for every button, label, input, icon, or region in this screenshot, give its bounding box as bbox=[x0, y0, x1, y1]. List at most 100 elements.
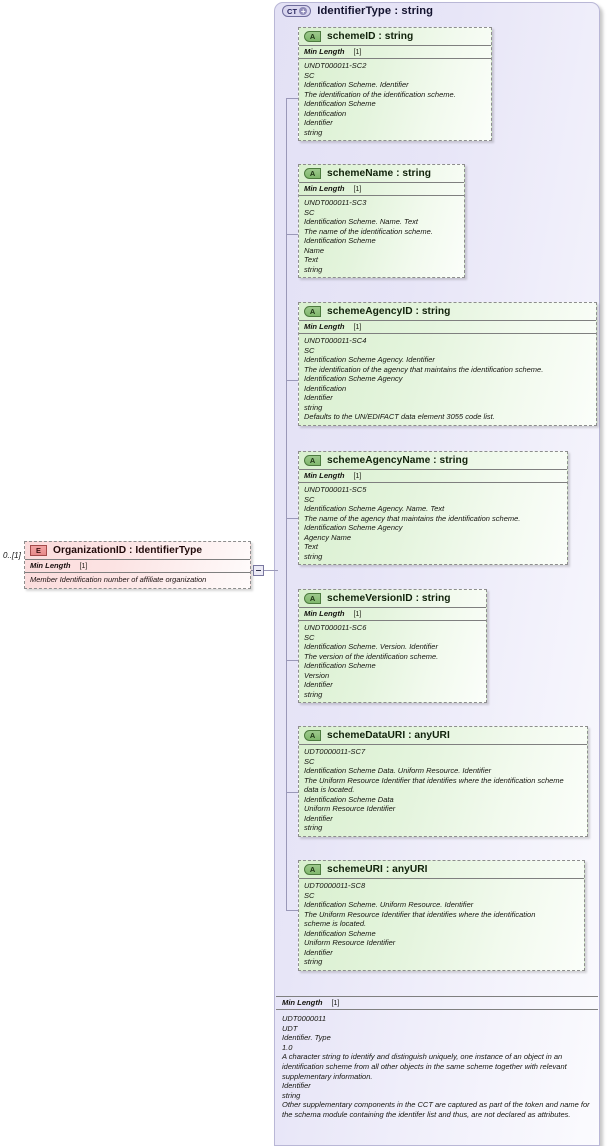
doc-line: Uniform Resource Identifier bbox=[304, 804, 396, 814]
attribute-documentation: UNDT000011-SC2 SC Identification Scheme.… bbox=[299, 59, 491, 140]
attribute-box-schemeagencyname[interactable]: A schemeAgencyName : string Min Length [… bbox=[298, 451, 568, 566]
doc-line: UDT bbox=[282, 1023, 298, 1033]
connector-toggle-to-panel bbox=[264, 570, 278, 571]
doc-line: Identification Scheme Data bbox=[304, 794, 394, 804]
doc-line: Identifier bbox=[282, 1081, 311, 1091]
attribute-facet: Min Length [1] bbox=[299, 469, 567, 483]
doc-line: The Uniform Resource Identifier that ide… bbox=[304, 775, 564, 795]
doc-line: UNDT000011-SC6 bbox=[304, 623, 367, 632]
connector-stub-schemeuri bbox=[286, 910, 298, 911]
attribute-tree-spine bbox=[286, 98, 287, 910]
attribute-title: schemeURI : anyURI bbox=[327, 864, 428, 875]
facet-value: [1] bbox=[353, 611, 362, 618]
attribute-header: A schemeDataURI : anyURI bbox=[299, 727, 587, 744]
attribute-facet: Min Length [1] bbox=[299, 45, 491, 59]
facet-value: [1] bbox=[79, 563, 88, 570]
attribute-documentation: UNDT000011-SC3 SC Identification Scheme.… bbox=[299, 196, 464, 277]
attribute-header: A schemeAgencyName : string bbox=[299, 452, 567, 469]
doc-line: Member Identification number of affiliat… bbox=[30, 575, 207, 584]
doc-line: Identification Scheme bbox=[304, 661, 376, 671]
facet-value: [1] bbox=[353, 324, 362, 331]
attribute-documentation: UDT0000011-SC8 SC Identification Scheme.… bbox=[299, 878, 584, 970]
attribute-title: schemeName : string bbox=[327, 168, 431, 179]
doc-line: Identification Scheme. Identifier bbox=[304, 80, 409, 90]
attribute-facet: Min Length [1] bbox=[299, 607, 486, 621]
attribute-title: schemeID : string bbox=[327, 31, 414, 42]
doc-line: UDT0000011-SC7 bbox=[304, 747, 366, 756]
complex-type-title: IdentifierType : string bbox=[317, 5, 434, 17]
facet-name: Min Length bbox=[282, 998, 323, 1007]
doc-line: Identification Scheme bbox=[304, 928, 376, 938]
doc-line: UNDT000011-SC4 bbox=[304, 336, 367, 345]
expand-plus-icon[interactable]: + bbox=[299, 6, 308, 16]
doc-line: Identifier bbox=[304, 813, 333, 823]
attribute-box-schemeversionid[interactable]: A schemeVersionID : string Min Length [1… bbox=[298, 589, 487, 704]
doc-line: 1.0 bbox=[282, 1042, 293, 1052]
facet-name: Min Length bbox=[304, 322, 345, 331]
attribute-documentation: UNDT000011-SC4 SC Identification Scheme … bbox=[299, 334, 596, 425]
doc-line: SC bbox=[304, 70, 315, 80]
element-header: E OrganizationID : IdentifierType bbox=[25, 542, 250, 559]
doc-line: Identifier bbox=[304, 393, 333, 403]
complex-type-header[interactable]: CT + IdentifierType : string bbox=[282, 5, 433, 17]
doc-line: A character string to identify and disti… bbox=[282, 1052, 567, 1081]
attribute-documentation: UNDT000011-SC5 SC Identification Scheme … bbox=[299, 483, 567, 564]
doc-line: Identification Scheme bbox=[304, 236, 376, 246]
doc-line: Identification Scheme Agency bbox=[304, 523, 403, 533]
connector-stub-schemeagencyname bbox=[286, 518, 298, 519]
element-title: OrganizationID : IdentifierType bbox=[53, 545, 203, 556]
attribute-header: A schemeVersionID : string bbox=[299, 590, 486, 607]
attribute-box-schemeagencyid[interactable]: A schemeAgencyID : string Min Length [1]… bbox=[298, 302, 597, 426]
facet-value: [1] bbox=[353, 49, 362, 56]
doc-line: The Uniform Resource Identifier that ide… bbox=[304, 909, 536, 929]
attribute-icon: A bbox=[304, 455, 321, 466]
attribute-box-schemeuri[interactable]: A schemeURI : anyURI UDT0000011-SC8 SC I… bbox=[298, 860, 585, 971]
doc-line: Identifier bbox=[304, 680, 333, 690]
doc-line: SC bbox=[304, 345, 315, 355]
attribute-title: schemeDataURI : anyURI bbox=[327, 730, 450, 741]
element-icon: E bbox=[30, 545, 47, 556]
collapse-toggle-button[interactable] bbox=[253, 565, 264, 576]
doc-line: Identifier bbox=[304, 947, 333, 957]
doc-line: string bbox=[304, 957, 323, 967]
attribute-icon: A bbox=[304, 31, 321, 42]
doc-line: SC bbox=[304, 890, 315, 900]
attribute-documentation: UDT0000011-SC7 SC Identification Scheme … bbox=[299, 744, 587, 836]
doc-line: Other supplementary components in the CC… bbox=[282, 1100, 590, 1119]
element-box-organizationid[interactable]: E OrganizationID : IdentifierType Min Le… bbox=[24, 541, 251, 589]
doc-line: Text bbox=[304, 542, 318, 552]
attribute-facet: Min Length [1] bbox=[299, 320, 596, 334]
attribute-header: A schemeName : string bbox=[299, 165, 464, 182]
doc-line: UDT0000011 bbox=[282, 1014, 327, 1023]
attribute-box-schemeid[interactable]: A schemeID : string Min Length [1] UNDT0… bbox=[298, 27, 492, 142]
doc-line: UDT0000011-SC8 bbox=[304, 881, 366, 890]
doc-line: UNDT000011-SC3 bbox=[304, 198, 367, 207]
element-documentation: Member Identification number of affiliat… bbox=[25, 573, 250, 588]
doc-line: Identification Scheme. Uniform Resource.… bbox=[304, 900, 474, 910]
facet-name: Min Length bbox=[30, 561, 71, 570]
attribute-header: A schemeAgencyID : string bbox=[299, 303, 596, 320]
doc-line: Uniform Resource Identifier bbox=[304, 938, 396, 948]
doc-line: Identification Scheme Agency. Identifier bbox=[304, 355, 435, 365]
doc-line: The identification of the agency that ma… bbox=[304, 364, 544, 374]
doc-line: Name bbox=[304, 245, 325, 255]
doc-line: string bbox=[304, 127, 323, 137]
facet-value: [1] bbox=[353, 473, 362, 480]
doc-line: Agency Name bbox=[304, 532, 352, 542]
facet-value: [1] bbox=[331, 1000, 340, 1007]
doc-line: Identifier. Type bbox=[282, 1033, 331, 1043]
attribute-title: schemeVersionID : string bbox=[327, 593, 451, 604]
doc-line: Identifier bbox=[304, 118, 333, 128]
facet-name: Min Length bbox=[304, 471, 345, 480]
doc-line: string bbox=[304, 551, 323, 561]
connector-stub-schemedatauri bbox=[286, 792, 298, 793]
doc-line: UNDT000011-SC5 bbox=[304, 485, 367, 494]
attribute-box-schemedatauri[interactable]: A schemeDataURI : anyURI UDT0000011-SC7 … bbox=[298, 726, 588, 837]
doc-line: string bbox=[304, 823, 323, 833]
doc-line: Identification Scheme. Name. Text bbox=[304, 217, 418, 227]
attribute-icon: A bbox=[304, 168, 321, 179]
doc-line: SC bbox=[304, 632, 315, 642]
attribute-box-schemename[interactable]: A schemeName : string Min Length [1] UND… bbox=[298, 164, 465, 279]
doc-line: Version bbox=[304, 670, 330, 680]
doc-line: SC bbox=[304, 756, 315, 766]
